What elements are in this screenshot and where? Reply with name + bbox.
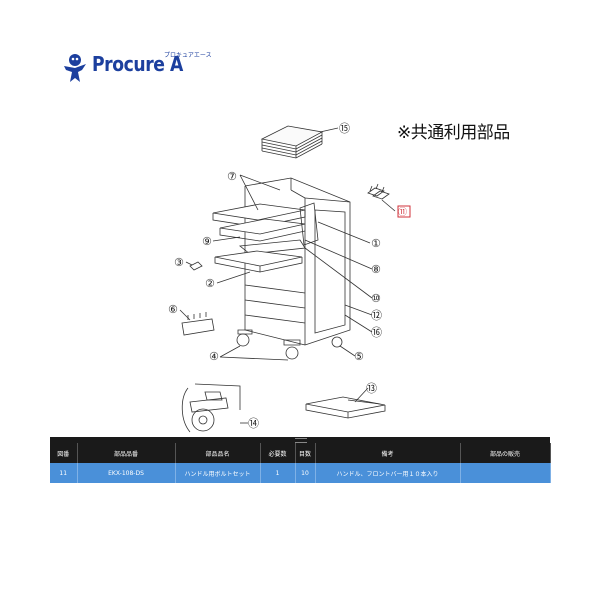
- cell-required-qty: 1: [260, 463, 296, 483]
- callout-1: ①: [371, 237, 381, 250]
- col-header-required-qty: 必要数: [260, 443, 296, 463]
- bolt-set-part: [367, 183, 390, 200]
- brand-name: Procure A: [92, 52, 183, 76]
- callout-9: ⑨: [202, 235, 212, 248]
- cell-part-name: ハンドル用ボルトセット: [175, 463, 261, 483]
- cell-part-number: EKX-108-DS: [77, 463, 176, 483]
- col-header-part-number: 部品品番: [77, 443, 176, 463]
- common-parts-note: ※共通利用部品: [397, 123, 510, 143]
- callout-8: ⑧: [371, 263, 381, 276]
- mascot-icon: [64, 54, 86, 82]
- table-header-row: 図番 部品品番 部品品名 必要数 目数 備考 部品の販売: [50, 443, 551, 463]
- callout-4: ④: [209, 350, 219, 363]
- callout-11: ⑪: [398, 207, 407, 218]
- callout-2: ②: [205, 277, 215, 290]
- col-header-sales: 部品の販売: [460, 443, 551, 463]
- cell-figure-no: 11: [50, 463, 78, 483]
- caster-wheels-part: [236, 329, 343, 360]
- callout-7: ⑦: [227, 170, 237, 183]
- cell-sales: [460, 463, 551, 483]
- callout-3: ③: [174, 256, 184, 269]
- highlight-box: [397, 205, 411, 218]
- bolt-kit-part: [181, 312, 215, 336]
- callout-15: ⑮: [339, 122, 350, 135]
- col-header-figure-no: 図番: [50, 443, 78, 463]
- callout-12: ⑫: [371, 309, 382, 322]
- caster-detail-part: [181, 383, 241, 433]
- cell-remarks: ハンドル、フロントバー用１０本入り: [315, 463, 461, 483]
- callout-16: ⑯: [371, 326, 382, 339]
- brand-logo: Procure A プロキュアエース: [60, 50, 212, 86]
- col-header-part-name: 部品品名: [175, 443, 261, 463]
- drawer-tray-part: [305, 396, 386, 419]
- mat-stack-part: [260, 125, 324, 159]
- table-row[interactable]: 11 EKX-108-DS ハンドル用ボルトセット 1 10 ハンドル、フロント…: [50, 463, 551, 483]
- parts-table: 図番 部品品番 部品品名 必要数 目数 備考 部品の販売 11 EKX-108-…: [50, 437, 551, 483]
- brand-kana: プロキュアエース: [164, 52, 212, 59]
- callout-5: ⑤: [354, 350, 364, 363]
- col-header-count: 目数: [295, 443, 316, 463]
- resize-grip-icon[interactable]: [295, 438, 307, 443]
- cell-count: 10: [295, 463, 316, 483]
- cabinet-body-part: [212, 177, 351, 346]
- callout-6: ⑥: [168, 303, 178, 316]
- clip-part: [189, 261, 203, 271]
- callout-10: ⑩: [371, 292, 381, 305]
- callout-13: ⑬: [366, 382, 377, 395]
- parts-exploded-diagram: ⑮ ⑦ ⑨ ③ ② ⑥ ④ ⑭ ① ⑧ ⑩ ⑫ ⑯ ⑤ ⑬ ⑪: [168, 122, 411, 433]
- table-top-bar: [50, 437, 550, 443]
- col-header-remarks: 備考: [315, 443, 461, 463]
- callout-14: ⑭: [248, 417, 259, 430]
